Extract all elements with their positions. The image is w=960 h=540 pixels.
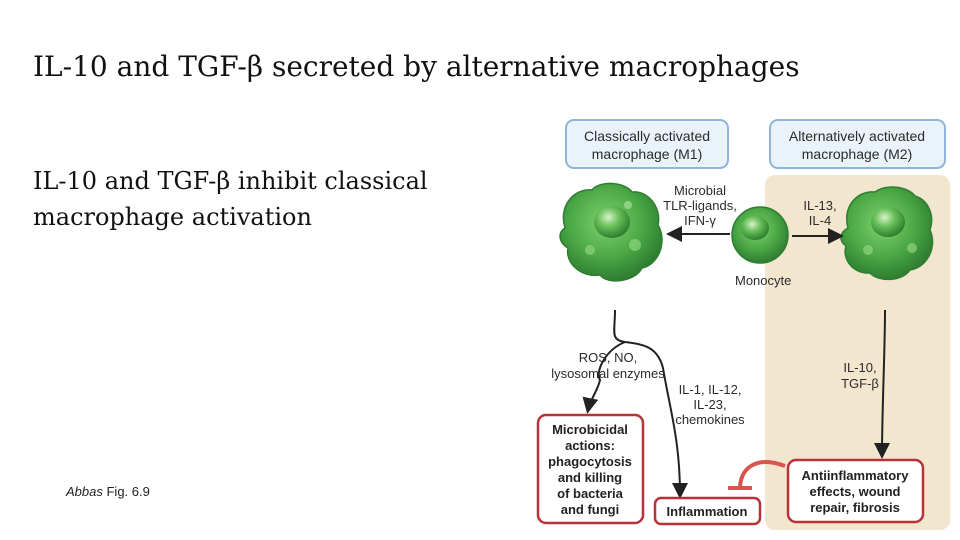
m2-macrophage-cell xyxy=(840,186,934,281)
antiinflammatory-box xyxy=(786,458,925,524)
microbicidal-line-5: of bacteria xyxy=(557,486,624,501)
m1-products-b-line-1: IL-1, IL-12, xyxy=(679,382,742,397)
slide-subtitle: IL-10 and TGF-β inhibit classical macrop… xyxy=(33,163,428,235)
microbicidal-line-6: and fungi xyxy=(561,502,620,517)
m2-header-box xyxy=(769,119,946,169)
m2-stimuli-line-2: IL-4 xyxy=(809,213,831,228)
microbicidal-box xyxy=(536,413,645,525)
subtitle-line-2: macrophage activation xyxy=(33,203,312,231)
m1-products-b-line-3: chemokines xyxy=(675,412,745,427)
microbicidal-line-4: and killing xyxy=(558,470,622,485)
m2-header-line-2: macrophage (M2) xyxy=(802,146,913,162)
m1-header-line-2: macrophage (M1) xyxy=(592,146,703,162)
m1-products-b-line-2: IL-23, xyxy=(693,397,726,412)
m2-products-line-1: IL-10, xyxy=(843,360,876,375)
inflammation-box xyxy=(653,496,762,526)
m1-products-a-line-1: ROS, NO, xyxy=(579,350,638,365)
slide-title: IL-10 and TGF-β secreted by alternative … xyxy=(33,50,800,83)
antiinflammatory-line-2: effects, wound xyxy=(809,484,900,499)
monocyte-label: Monocyte xyxy=(735,273,791,288)
m1-stimuli-line-3: IFN-γ xyxy=(684,213,716,228)
arrow-m1-to-inflammation xyxy=(662,367,688,499)
m2-products-line-2: TGF-β xyxy=(841,376,879,391)
macrophage-activation-diagram: Classically activated macrophage (M1) Al… xyxy=(536,119,950,530)
m1-header-box xyxy=(565,119,729,169)
m1-stimuli-line-2: TLR-ligands, xyxy=(663,198,737,213)
m2-header-line-1: Alternatively activated xyxy=(789,128,925,144)
inflammation-label: Inflammation xyxy=(667,504,748,519)
m1-header-line-1: Classically activated xyxy=(584,128,710,144)
m1-macrophage-cell xyxy=(559,182,663,282)
inhibition-curve xyxy=(738,460,786,487)
antiinflammatory-line-1: Antiinflammatory xyxy=(802,468,910,483)
arrow-m2-to-antiinflammatory xyxy=(874,309,891,459)
figure-caption: Abbas Fig. 6.9 xyxy=(66,484,150,499)
subtitle-line-1: IL-10 and TGF-β inhibit classical xyxy=(33,167,428,195)
arrow-m1-to-microbicidal xyxy=(582,341,626,414)
microbicidal-line-2: actions: xyxy=(565,438,615,453)
antiinflammatory-line-3: repair, fibrosis xyxy=(810,500,900,515)
m2-stimuli-line-1: IL-13, xyxy=(803,198,836,213)
m1-stimuli-line-1: Microbial xyxy=(674,183,726,198)
monocyte-cell xyxy=(731,206,789,264)
microbicidal-line-1: Microbicidal xyxy=(552,422,628,437)
m1-products-a-line-2: lysosomal enzymes xyxy=(551,366,665,381)
microbicidal-line-3: phagocytosis xyxy=(548,454,632,469)
